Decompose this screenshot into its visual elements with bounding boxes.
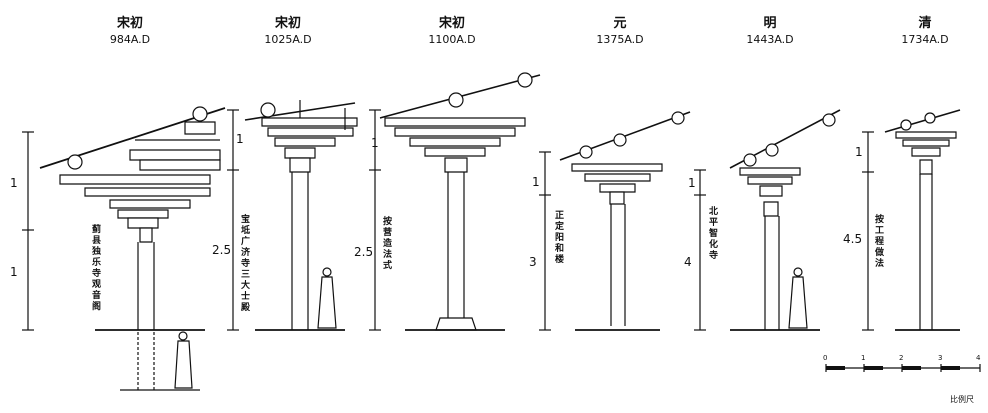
scale-tick-label: 0: [823, 354, 828, 362]
drawing-1375: [539, 112, 690, 330]
dimension-label: 4: [684, 255, 692, 269]
scale-bar: [826, 364, 980, 372]
dimension-label: 1: [10, 265, 18, 279]
era-label: 元: [613, 16, 627, 31]
dimension-label: 3: [529, 255, 537, 269]
dimension-label: 1: [371, 136, 379, 150]
year-label: 1734A.D: [901, 33, 949, 46]
year-label: 1025A.D: [264, 33, 312, 46]
dimension-label: 1: [532, 175, 540, 189]
era-label: 宋初: [438, 16, 465, 31]
year-label: 1375A.D: [596, 33, 644, 46]
year-label: 1443A.D: [746, 33, 794, 46]
drawing-1100: [369, 73, 540, 330]
scale-tick-label: 2: [899, 354, 904, 362]
building-caption: 北平智化寺: [707, 206, 717, 261]
dimension-label: 1: [855, 145, 863, 159]
scale-tick-label: 3: [938, 354, 943, 362]
building-caption: 正定阳和楼: [553, 210, 563, 265]
drawing-1734: [862, 110, 960, 330]
building-caption: 按工程做法: [873, 214, 883, 269]
era-label: 清: [918, 16, 932, 31]
year-label: 1100A.D: [428, 33, 476, 46]
scale-tick-label: 1: [861, 354, 866, 362]
drawing-984: [22, 107, 225, 390]
dimension-label: 4.5: [843, 232, 863, 246]
drawing-1025: [227, 100, 357, 330]
dimension-label: 1: [236, 132, 244, 146]
dimension-label: 1: [10, 176, 18, 190]
scale-label: 比例尺: [950, 395, 974, 404]
drawing-1443: [694, 110, 840, 330]
year-label: 984A.D: [109, 33, 151, 46]
dimension-label: 1: [688, 176, 696, 190]
building-caption: 蓟县独乐寺观音阁: [90, 224, 100, 312]
era-label: 宋初: [116, 16, 143, 31]
dimension-label: 2.5: [212, 243, 232, 257]
building-caption: 宝坻广济寺三大士殿: [239, 214, 249, 313]
building-caption: 按营造法式: [381, 216, 391, 271]
era-label: 宋初: [274, 16, 301, 31]
dimension-label: 2.5: [354, 245, 374, 259]
era-label: 明: [763, 16, 777, 31]
scale-tick-label: 4: [976, 354, 981, 362]
